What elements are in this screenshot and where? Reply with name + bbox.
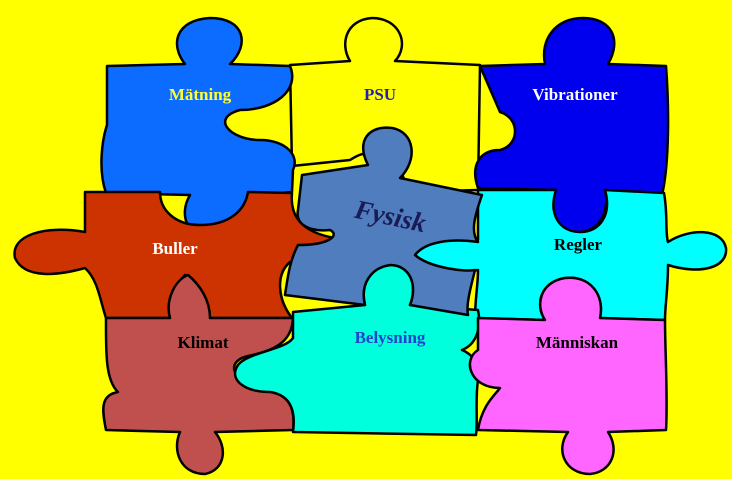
piece-label-matning: Mätning — [169, 85, 232, 104]
piece-label-vibrationer: Vibrationer — [532, 85, 618, 104]
piece-label-klimat: Klimat — [178, 333, 229, 352]
puzzle-piece-fysisk: Fysisk — [283, 126, 484, 317]
piece-shape-matning — [100, 16, 296, 240]
puzzle-piece-klimat: Klimat — [102, 273, 295, 476]
piece-label-psu: PSU — [364, 85, 396, 104]
piece-label-regler: Regler — [554, 235, 603, 254]
puzzle-piece-buller: Buller — [13, 190, 337, 320]
piece-shape-fysisk — [283, 126, 484, 317]
puzzle-piece-matning: Mätning — [100, 16, 296, 240]
puzzle-piece-manniskan: Människan — [468, 276, 668, 476]
piece-label-buller: Buller — [152, 239, 198, 258]
piece-label-manniskan: Människan — [536, 333, 619, 352]
piece-shape-manniskan — [468, 276, 668, 476]
piece-label-belysning: Belysning — [355, 328, 426, 347]
